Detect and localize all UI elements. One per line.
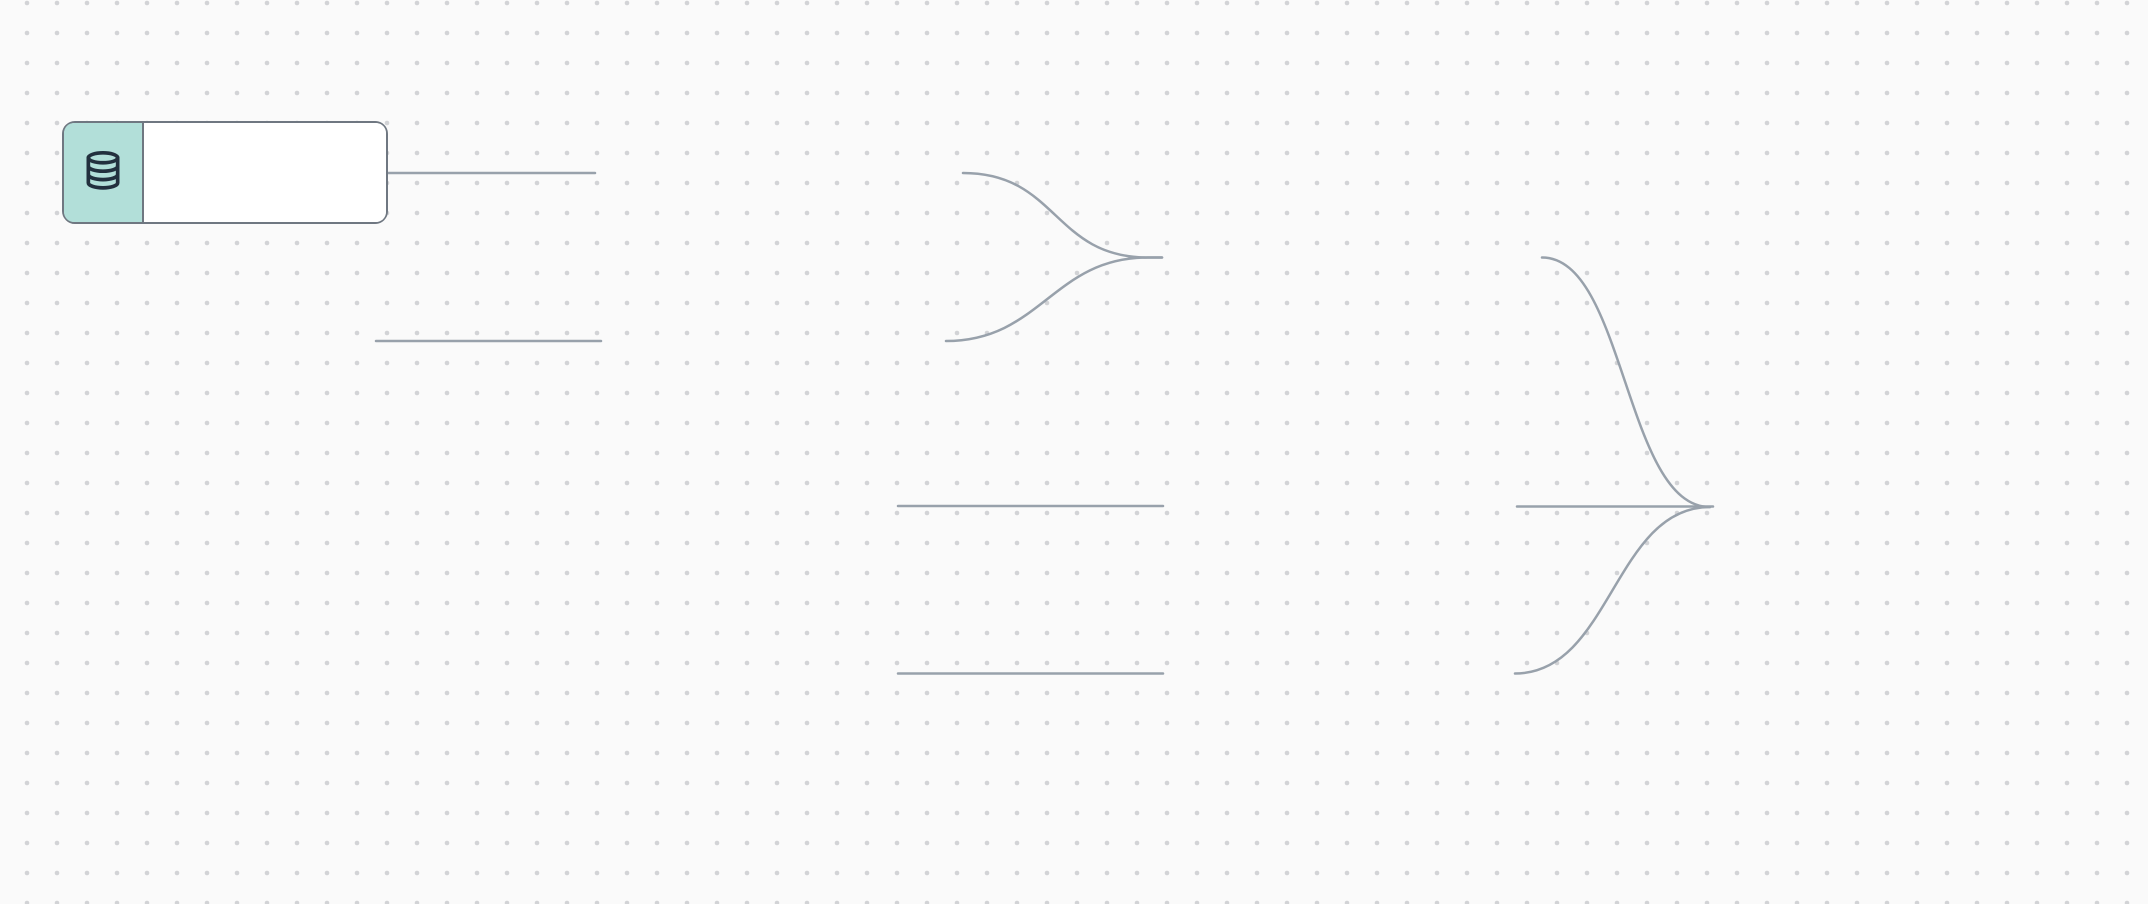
edge-dim_wizards-to-fct_orders — [1540, 256, 1712, 509]
node-body — [144, 123, 386, 222]
edge-stg_wands-to-fct_orders — [1513, 505, 1712, 675]
database-icon — [81, 149, 125, 193]
edge-stg_wizards-to-dim_wizards — [961, 171, 1164, 259]
node-type-panel — [64, 123, 144, 222]
edge-stg_worlds-to-dim_wizards — [944, 256, 1164, 343]
node-raw-wizards[interactable] — [62, 121, 388, 224]
